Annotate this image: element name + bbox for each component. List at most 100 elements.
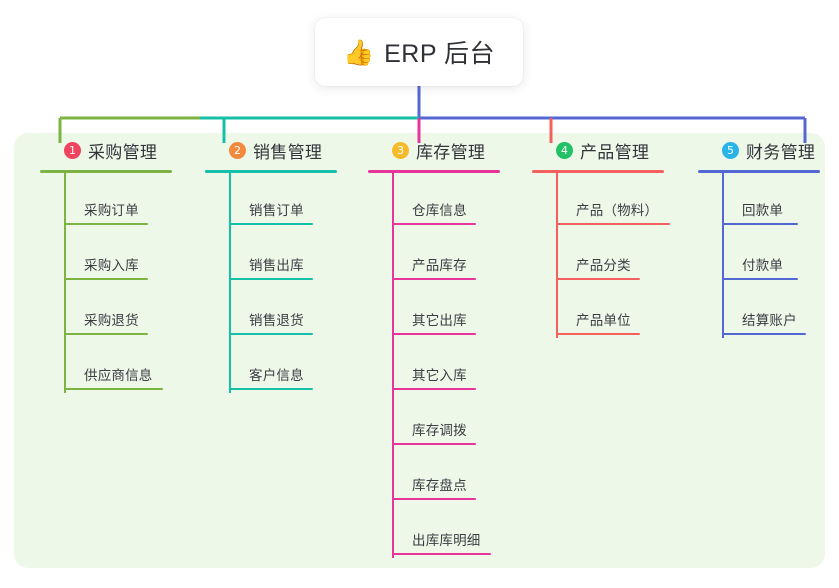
- branch-item-rule: [229, 223, 313, 225]
- root-node-title: ERP 后台: [384, 40, 496, 68]
- branch-item-label: 销售订单: [249, 203, 304, 218]
- branch-badge-3: 3: [392, 141, 409, 159]
- branch-item-label: 库存调拨: [412, 423, 467, 438]
- branch-item[interactable]: 采购入库: [40, 228, 172, 283]
- branch-column-4: 4 产品管理产品（物料） 产品分类产品单位: [532, 133, 670, 338]
- branch-item-label: 其它出库: [412, 313, 467, 328]
- branch-item-label: 产品分类: [576, 258, 631, 273]
- branch-header-5[interactable]: 5 财务管理: [698, 133, 820, 167]
- branch-item-rule: [64, 333, 148, 335]
- branch-items-3: 仓库信息产品库存其它出库其它入库库存调拨库存盘点出库库明细: [368, 173, 500, 558]
- branch-item-label: 采购退货: [84, 313, 139, 328]
- branch-title-4: 产品管理: [580, 142, 650, 162]
- branch-item-rule: [392, 498, 476, 500]
- branch-item-label: 采购订单: [84, 203, 139, 218]
- branch-item-label: 库存盘点: [412, 478, 467, 493]
- branch-item-rule: [556, 278, 640, 280]
- branch-item-rule: [392, 278, 476, 280]
- branch-item[interactable]: 采购退货: [40, 283, 172, 338]
- branch-item[interactable]: 销售出库: [205, 228, 337, 283]
- branch-item-rule: [64, 278, 148, 280]
- branch-header-4[interactable]: 4 产品管理: [532, 133, 664, 167]
- branch-item[interactable]: 库存调拨: [368, 393, 500, 448]
- branch-items-5: 回款单付款单结算账户: [698, 173, 820, 338]
- branch-item[interactable]: 其它出库: [368, 283, 500, 338]
- branch-item-rule: [556, 333, 640, 335]
- branch-spine-1: [64, 173, 66, 393]
- branch-item-rule: [229, 333, 313, 335]
- branch-header-2[interactable]: 2 销售管理: [205, 133, 337, 167]
- branch-title-5: 财务管理: [746, 142, 816, 162]
- branch-item-label: 销售退货: [249, 313, 304, 328]
- branch-item[interactable]: 出库库明细: [368, 503, 500, 558]
- branch-item-rule: [722, 223, 798, 225]
- branch-item-rule: [229, 388, 313, 390]
- branch-item[interactable]: 仓库信息: [368, 173, 500, 228]
- branch-item[interactable]: 销售订单: [205, 173, 337, 228]
- branch-item[interactable]: 销售退货: [205, 283, 337, 338]
- branch-item-rule: [229, 278, 313, 280]
- branch-item[interactable]: 客户信息: [205, 338, 337, 393]
- branch-badge-4: 4: [556, 141, 573, 159]
- branch-rule-2: [205, 170, 337, 173]
- branch-spine-4: [556, 173, 558, 338]
- branch-item-rule: [64, 388, 163, 390]
- branch-title-2: 销售管理: [253, 142, 323, 162]
- branch-items-1: 采购订单采购入库采购退货供应商信息: [40, 173, 172, 393]
- branch-item[interactable]: 结算账户: [698, 283, 820, 338]
- branch-item-rule: [392, 333, 476, 335]
- branch-item-rule: [722, 278, 798, 280]
- branch-item[interactable]: 产品分类: [532, 228, 664, 283]
- branch-item-label: 仓库信息: [412, 203, 467, 218]
- branch-item-rule: [64, 223, 148, 225]
- branch-item[interactable]: 供应商信息: [40, 338, 172, 393]
- branch-item[interactable]: 其它入库: [368, 338, 500, 393]
- branch-item[interactable]: 产品（物料）: [532, 173, 670, 228]
- branch-item-label: 回款单: [742, 203, 784, 218]
- branch-badge-1: 1: [64, 141, 81, 159]
- branch-item-label: 供应商信息: [84, 368, 153, 383]
- branch-item-label: 付款单: [742, 258, 784, 273]
- branch-item-label: 产品单位: [576, 313, 631, 328]
- branch-item-rule: [392, 553, 491, 555]
- branch-badge-2: 2: [229, 141, 246, 159]
- branch-item-rule: [722, 333, 806, 335]
- branch-item[interactable]: 产品库存: [368, 228, 500, 283]
- branch-item[interactable]: 库存盘点: [368, 448, 500, 503]
- branch-item-rule: [392, 223, 476, 225]
- branch-item-label: 结算账户: [742, 313, 797, 328]
- branch-rule-5: [698, 170, 820, 173]
- branch-item-rule: [556, 223, 670, 225]
- branch-item-label: 采购入库: [84, 258, 139, 273]
- branch-item[interactable]: 产品单位: [532, 283, 664, 338]
- branch-rule-4: [532, 170, 664, 173]
- branch-item-label: 客户信息: [249, 368, 304, 383]
- branch-column-2: 2 销售管理销售订单销售出库销售退货客户信息: [205, 133, 337, 393]
- branch-spine-3: [392, 173, 394, 558]
- branch-spine-5: [722, 173, 724, 338]
- branch-items-2: 销售订单销售出库销售退货客户信息: [205, 173, 337, 393]
- branch-item-rule: [392, 443, 476, 445]
- branch-item-label: 出库库明细: [412, 533, 481, 548]
- branch-item-label: 其它入库: [412, 368, 467, 383]
- branch-item-label: 产品（物料）: [576, 203, 659, 218]
- branch-spine-2: [229, 173, 231, 393]
- branch-item-label: 产品库存: [412, 258, 467, 273]
- branch-item-rule: [392, 388, 476, 390]
- branch-item[interactable]: 回款单: [698, 173, 820, 228]
- branch-rule-3: [368, 170, 500, 173]
- branch-item[interactable]: 采购订单: [40, 173, 172, 228]
- thumbs-up-icon: 👍: [342, 37, 375, 67]
- branch-column-5: 5 财务管理回款单付款单结算账户: [698, 133, 820, 338]
- root-node[interactable]: 👍 ERP 后台: [315, 18, 523, 86]
- branch-item-label: 销售出库: [249, 258, 304, 273]
- branch-rule-1: [40, 170, 172, 173]
- branch-badge-5: 5: [722, 141, 739, 159]
- branch-item[interactable]: 付款单: [698, 228, 820, 283]
